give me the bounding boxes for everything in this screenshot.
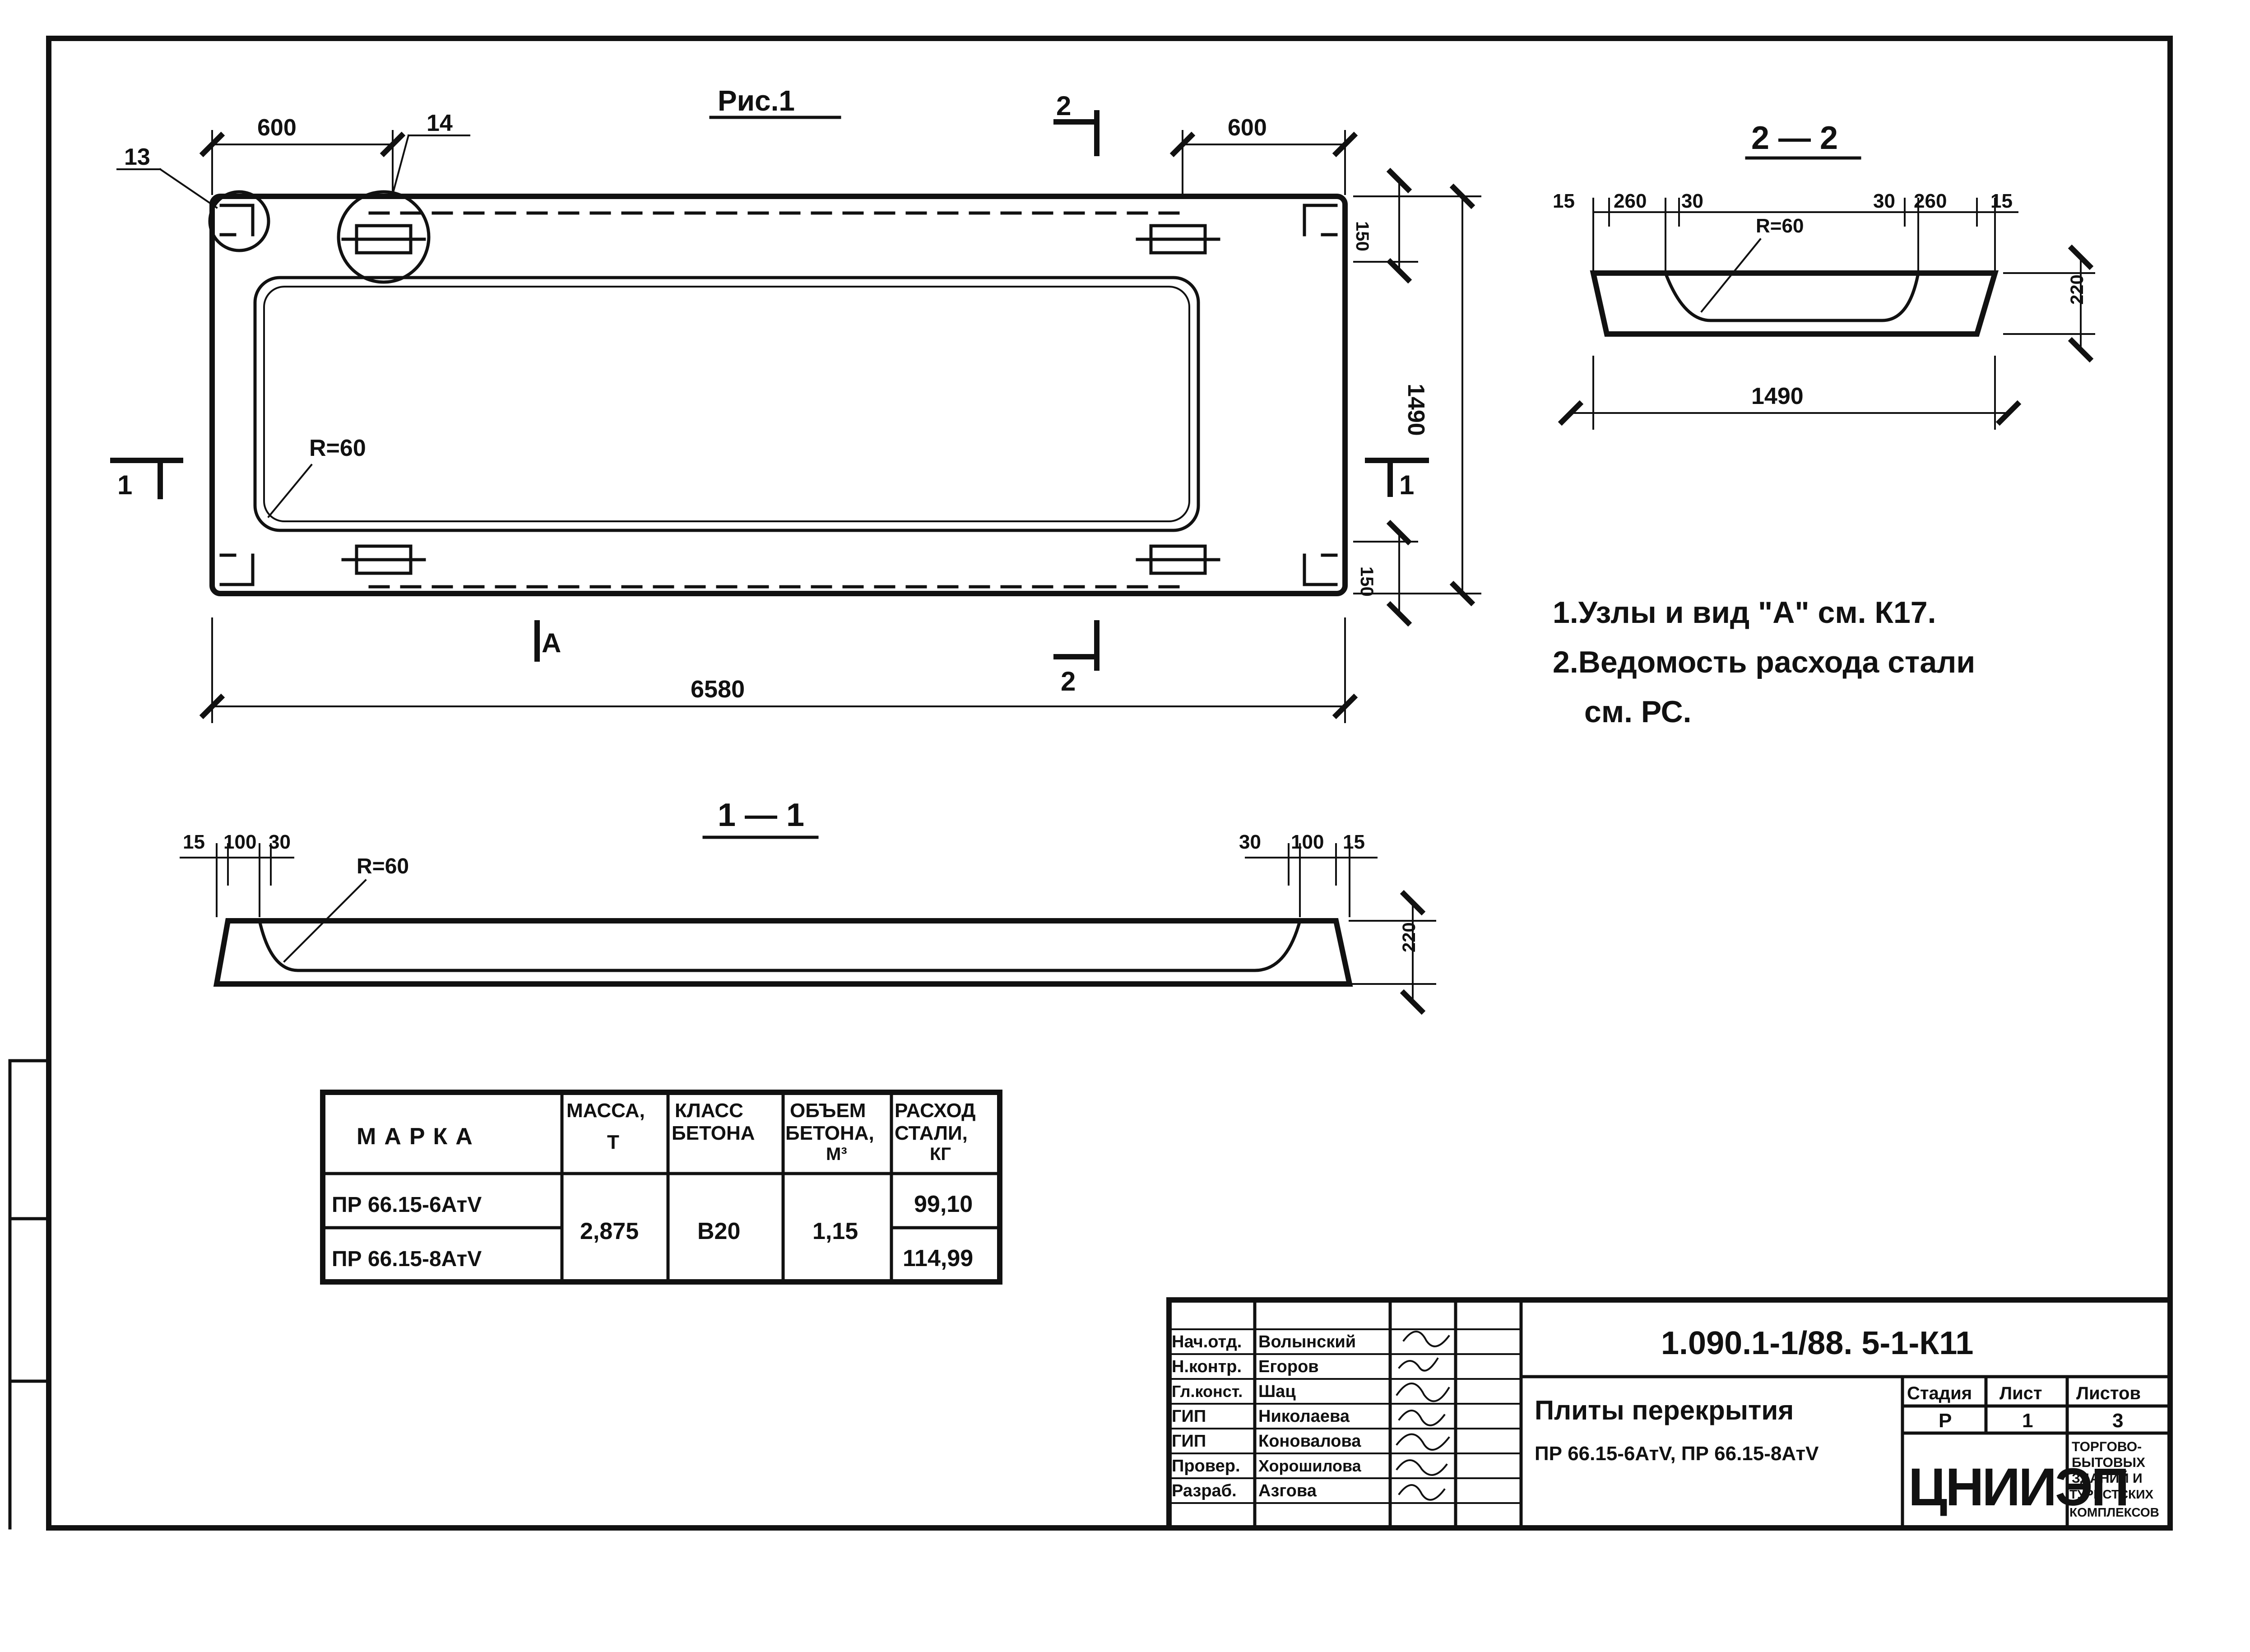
title-block: Нач.отд. Волынский Н.контр. Егоров Гл.ко… xyxy=(1166,1297,2173,1531)
s22-dim-1490: 1490 xyxy=(1751,383,1804,409)
role-7: Разраб. xyxy=(1172,1481,1237,1500)
section-2-2-profile xyxy=(1590,270,1999,337)
title-line-1: Плиты перекрытия xyxy=(1535,1395,1794,1425)
embedded-parts xyxy=(341,224,1220,575)
stage-header: Стадия xyxy=(1907,1383,1972,1403)
th-mark: МАРКА xyxy=(357,1123,481,1150)
s22-dim-260-left: 260 xyxy=(1614,190,1647,212)
dim-150-bottom: 150 xyxy=(1357,566,1377,597)
org-desc-1: ТОРГОВО- xyxy=(2072,1439,2142,1454)
role-2: Н.контр. xyxy=(1172,1357,1242,1376)
doc-code: 1.090.1-1/88. 5-1-К11 xyxy=(1661,1325,1973,1361)
s22-dim-15-right: 15 xyxy=(1990,190,2013,212)
s22-dim-30-left: 30 xyxy=(1681,190,1703,212)
figure-title: Рис.1 xyxy=(718,84,795,117)
org-desc-4: ТУРИСТСКИХ xyxy=(2069,1487,2153,1501)
role-6: Провер. xyxy=(1172,1457,1240,1476)
th-class-2: БЕТОНА xyxy=(672,1122,755,1144)
s11-dim-100-left: 100 xyxy=(223,831,256,853)
s11-dim-15-right: 15 xyxy=(1343,831,1365,853)
section-1-1: 1 — 1 15 100 30 30 100 15 R=60 220 xyxy=(180,797,1436,1015)
s22-dim-30-right: 30 xyxy=(1873,190,1895,212)
th-steel-1: РАСХОД xyxy=(895,1100,975,1122)
org-desc-3: ЗДАНИЙ И xyxy=(2072,1471,2143,1486)
section-1-left: 1 xyxy=(117,470,132,500)
view-a-marker: A xyxy=(542,628,561,658)
section-2-top: 2 xyxy=(1056,91,1071,121)
th-volume-1: ОБЪЕМ xyxy=(790,1100,866,1122)
org-logo: ЦНИИЭП xyxy=(1908,1457,2128,1517)
sheet-value: 1 xyxy=(2022,1410,2033,1432)
name-6: Хорошилова xyxy=(1258,1457,1362,1475)
callout-14: 14 xyxy=(427,110,453,136)
th-steel-3: КГ xyxy=(930,1144,951,1164)
signatures xyxy=(1396,1331,1450,1501)
role-5: ГИП xyxy=(1172,1432,1206,1451)
s11-dim-30-left: 30 xyxy=(269,831,291,853)
name-1: Волынский xyxy=(1258,1332,1356,1351)
slab-outline xyxy=(209,194,1348,596)
th-mass-2: Т xyxy=(607,1131,619,1153)
th-steel-2: СТАЛИ, xyxy=(895,1122,968,1144)
row-1-steel: 99,10 xyxy=(914,1191,973,1217)
name-2: Егоров xyxy=(1258,1357,1319,1376)
row-2-steel: 114,99 xyxy=(903,1245,973,1271)
th-volume-3: М³ xyxy=(826,1144,847,1164)
section-2-bottom: 2 xyxy=(1061,666,1076,696)
s11-dim-30-right: 30 xyxy=(1239,831,1261,853)
s22-dim-15-left: 15 xyxy=(1553,190,1575,212)
th-class-1: КЛАСС xyxy=(675,1100,743,1122)
title-line-2: ПР 66.15-6АтV, ПР 66.15-8АтV xyxy=(1535,1443,1819,1465)
s11-dim-15-left: 15 xyxy=(183,831,205,853)
th-volume-2: БЕТОНА, xyxy=(785,1122,874,1144)
role-4: ГИП xyxy=(1172,1407,1206,1426)
dim-6580: 6580 xyxy=(691,676,745,703)
dim-150-top: 150 xyxy=(1352,221,1372,251)
section-1-right: 1 xyxy=(1399,470,1414,500)
s22-radius: R=60 xyxy=(1756,215,1804,237)
s11-dim-220: 220 xyxy=(1399,922,1419,952)
sheet-header: Лист xyxy=(1999,1383,2042,1403)
sheets-value: 3 xyxy=(2112,1410,2123,1432)
dim-1490: 1490 xyxy=(1403,384,1429,436)
s11-radius: R=60 xyxy=(357,854,409,878)
slab-inner-rib xyxy=(253,276,1200,532)
stage-value: Р xyxy=(1939,1410,1952,1432)
s22-dim-220: 220 xyxy=(2067,274,2087,305)
note-3: см. РС. xyxy=(1584,695,1692,729)
section-1-1-title: 1 — 1 xyxy=(718,797,804,833)
spec-table: МАРКА МАССА, Т КЛАСС БЕТОНА ОБЪЕМ БЕТОНА… xyxy=(320,1090,1002,1285)
notes: 1.Узлы и вид "А" см. К17. 2.Ведомость ра… xyxy=(1553,595,1975,729)
row-1-mark: ПР 66.15-6АтV xyxy=(332,1193,482,1217)
name-5: Коновалова xyxy=(1258,1432,1361,1451)
sheet-frame xyxy=(8,36,2173,1531)
row-2-mark: ПР 66.15-8АтV xyxy=(332,1247,482,1271)
name-4: Николаева xyxy=(1258,1407,1350,1426)
dim-600-left: 600 xyxy=(257,115,297,141)
plan-view: Рис.1 1 xyxy=(110,84,1481,723)
role-1: Нач.отд. xyxy=(1172,1332,1242,1351)
name-7: Азгова xyxy=(1258,1481,1317,1500)
section-2-2: 2 — 2 15 260 30 30 260 15 R=60 220 1490 xyxy=(1553,120,2095,430)
note-1: 1.Узлы и вид "А" см. К17. xyxy=(1553,595,1936,630)
org-desc-5: КОМПЛЕКСОВ xyxy=(2069,1505,2159,1519)
corner-nodes xyxy=(219,204,1338,586)
section-1-1-profile xyxy=(213,918,1353,987)
s22-dim-260-right: 260 xyxy=(1914,190,1947,212)
note-2: 2.Ведомость расхода стали xyxy=(1553,645,1975,679)
name-3: Шац xyxy=(1258,1382,1296,1401)
plan-radius: R=60 xyxy=(309,435,366,461)
section-2-2-title: 2 — 2 xyxy=(1751,120,1838,156)
cell-class: В20 xyxy=(697,1218,740,1244)
th-mass-1: МАССА, xyxy=(566,1100,645,1122)
role-3: Гл.конст. xyxy=(1172,1382,1243,1401)
dim-600-right: 600 xyxy=(1228,115,1267,141)
sheets-header: Листов xyxy=(2076,1383,2141,1403)
s11-dim-100-right: 100 xyxy=(1291,831,1324,853)
org-desc-2: БЫТОВЫХ xyxy=(2072,1455,2145,1470)
cell-volume: 1,15 xyxy=(812,1218,858,1244)
cell-mass: 2,875 xyxy=(580,1218,639,1244)
callout-13: 13 xyxy=(124,144,150,170)
